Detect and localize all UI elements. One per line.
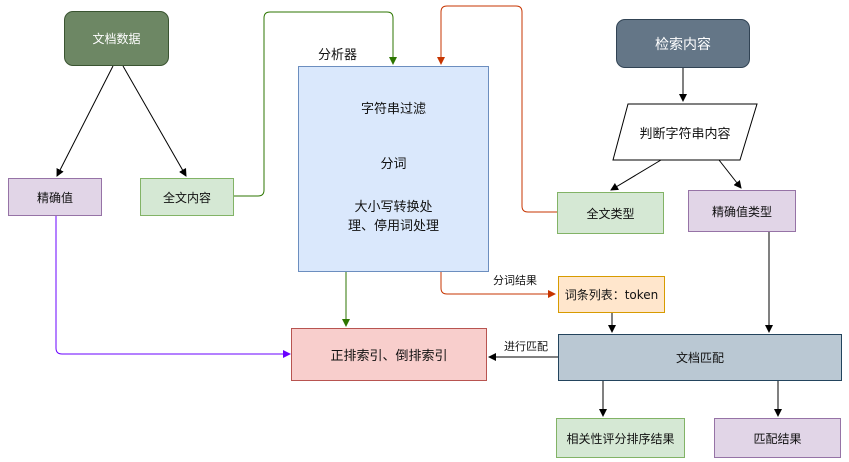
relevance-result-node: 相关性评分排序结果 bbox=[556, 418, 685, 458]
full-text-label: 全文内容 bbox=[162, 190, 211, 205]
analyzer-step-tokenize: 分词 bbox=[380, 157, 407, 172]
analyzer-title: 分析器 bbox=[318, 48, 358, 63]
edge-judge-to-fulltexttype bbox=[610, 159, 662, 191]
exact-type-node: 精确值类型 bbox=[688, 190, 796, 232]
edge-fulltext-to-analyzer bbox=[234, 11, 397, 197]
search-content-node: 检索内容 bbox=[616, 19, 750, 68]
full-text-node: 全文内容 bbox=[140, 178, 234, 216]
do-match-label: 进行匹配 bbox=[504, 340, 548, 353]
edge-analyzer-to-tokens bbox=[440, 272, 556, 298]
analyzer-step-filter: 字符串过滤 bbox=[360, 102, 426, 117]
exact-value-label: 精确值 bbox=[36, 190, 73, 205]
tokenize-result-label: 分词结果 bbox=[493, 274, 537, 287]
judge-node: 判断字符串内容 bbox=[613, 104, 757, 160]
judge-label: 判断字符串内容 bbox=[639, 126, 731, 142]
exact-type-label: 精确值类型 bbox=[711, 204, 772, 219]
edge-fulltexttype-to-analyzer bbox=[437, 5, 557, 213]
token-list-node: 词条列表：token bbox=[558, 276, 665, 313]
full-text-type-node: 全文类型 bbox=[557, 192, 664, 234]
analyzer-node: 字符串过滤 分词 大小写转换处 理、停用词处理 bbox=[298, 66, 489, 272]
analyzer-step-normalize-1: 大小写转换处 bbox=[354, 200, 433, 215]
edge-judge-to-exacttype bbox=[718, 159, 742, 189]
doc-match-label: 文档匹配 bbox=[675, 351, 724, 365]
edge-doc-to-fulltext bbox=[122, 65, 187, 177]
full-text-type-label: 全文类型 bbox=[586, 206, 635, 221]
index-label: 正排索引、倒排索引 bbox=[330, 349, 448, 364]
match-result-node: 匹配结果 bbox=[714, 418, 841, 458]
token-list-label: 词条列表：token bbox=[564, 288, 659, 302]
doc-data-label: 文档数据 bbox=[92, 32, 141, 46]
doc-match-node: 文档匹配 bbox=[558, 334, 842, 381]
edge-exact-to-index bbox=[55, 216, 291, 358]
match-result-label: 匹配结果 bbox=[753, 431, 802, 446]
analyzer-step-normalize-2: 理、停用词处理 bbox=[347, 219, 439, 234]
judge-shape bbox=[612, 103, 758, 161]
doc-data-node: 文档数据 bbox=[64, 11, 169, 66]
edge-doc-to-exact bbox=[56, 65, 114, 177]
relevance-result-label: 相关性评分排序结果 bbox=[566, 431, 675, 446]
index-node: 正排索引、倒排索引 bbox=[291, 328, 487, 381]
exact-value-node: 精确值 bbox=[8, 178, 102, 216]
search-content-label: 检索内容 bbox=[655, 36, 711, 53]
